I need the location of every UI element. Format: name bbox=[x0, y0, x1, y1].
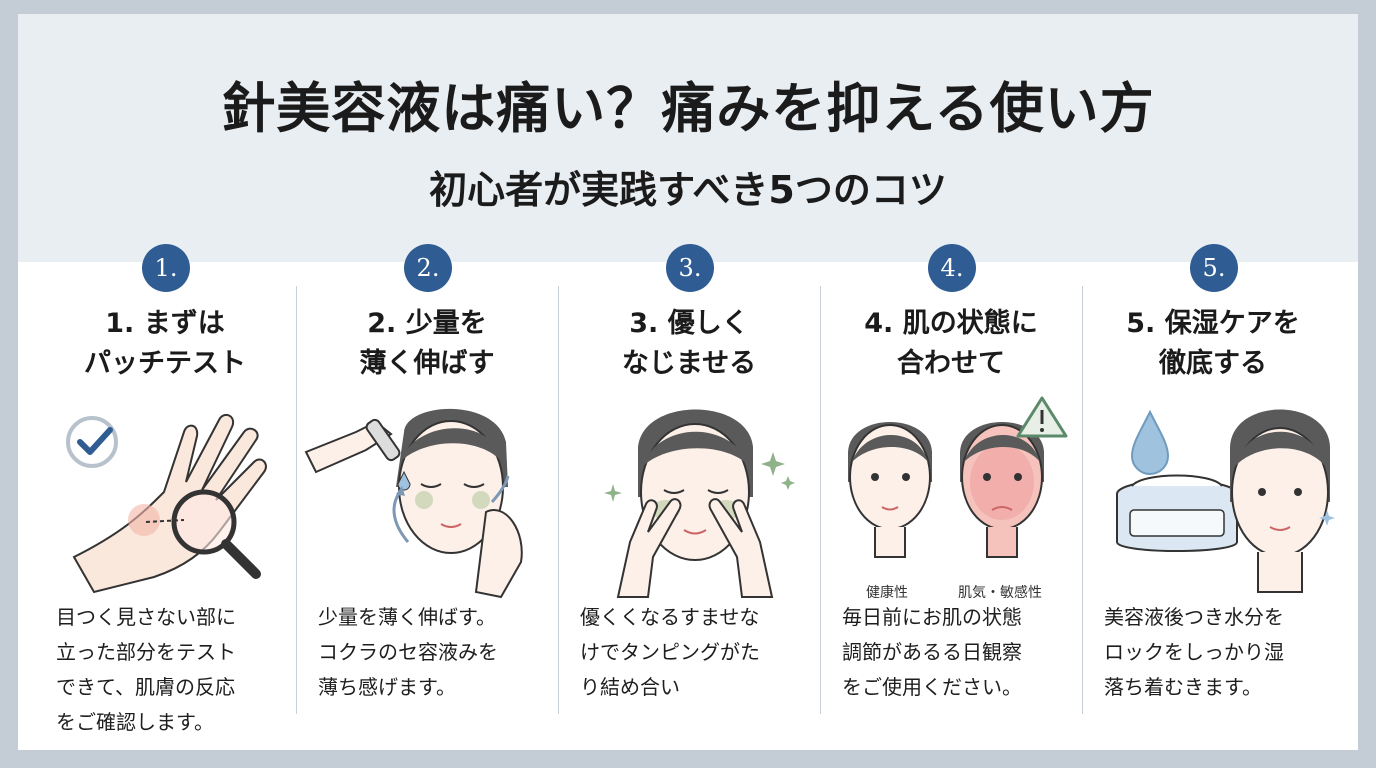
sparkle-icon bbox=[604, 452, 795, 502]
step-illustration bbox=[558, 392, 820, 602]
step-5: 5. 5. 保湿ケアを 徹底する bbox=[1082, 244, 1344, 744]
page-subtitle: 初心者が実践すべき5つのコツ bbox=[429, 168, 947, 212]
cream-jar-icon bbox=[1116, 474, 1238, 552]
step-3: 3. 3. 優しく なじませる bbox=[558, 244, 820, 744]
step-title: 4. 肌の状態に 合わせて bbox=[864, 308, 1038, 379]
step-title: 5. 保湿ケアを 徹底する bbox=[1126, 308, 1300, 379]
step-illustration bbox=[296, 392, 558, 602]
face-icon bbox=[848, 422, 932, 558]
step-title: 3. 優しく なじませる bbox=[621, 308, 757, 379]
step-4: 4. 4. 肌の状態に 合わせて bbox=[820, 244, 1082, 744]
step-number-badge: 5. bbox=[1190, 244, 1238, 292]
caption-sensitive: 肌気・敏感性 bbox=[958, 585, 1042, 601]
hand-icon bbox=[72, 413, 267, 594]
header: 針美容液は痛い？痛みを抑える使い方 初心者が実践すべき5つのコツ bbox=[18, 14, 1358, 262]
infographic-card: 針美容液は痛い？痛みを抑える使い方 初心者が実践すべき5つのコツ 1. 1. ま… bbox=[18, 14, 1358, 750]
step-description: 美容液後つき水分を ロックをしっかり湿 落ち着むきます。 bbox=[1104, 605, 1284, 699]
check-circle-icon bbox=[66, 416, 118, 468]
step-1: 1. 1. まずは パッチテスト 目つく見さない部に 立った部分をテスト bbox=[34, 244, 296, 744]
step-illustration bbox=[34, 392, 296, 602]
step-number-badge: 2. bbox=[404, 244, 452, 292]
step-description: 目つく見さない部に 立った部分をテスト できて、肌膚の反応 をご確認します。 bbox=[56, 605, 236, 734]
step-description: 優くくなるすませな けでタンピングがた り結め合い bbox=[580, 605, 760, 699]
column-divider bbox=[1082, 286, 1083, 714]
arrow-icon bbox=[392, 475, 510, 543]
step-description: 少量を薄く伸ばす。 コクラのセ容液みを 薄ち感げます。 bbox=[318, 605, 498, 699]
magnifier-icon bbox=[145, 489, 261, 579]
column-divider bbox=[558, 286, 559, 714]
step-title: 2. 少量を 薄く伸ばす bbox=[359, 308, 495, 379]
fingers-icon bbox=[616, 498, 774, 598]
caption-healthy: 健康性 bbox=[866, 585, 908, 601]
step-description: 毎日前にお肌の状態 調節があるる日観察 をご使用ください。 bbox=[842, 605, 1022, 699]
face-icon bbox=[1230, 409, 1335, 593]
step-illustration bbox=[1082, 392, 1344, 602]
column-divider bbox=[820, 286, 821, 714]
step-number-badge: 1. bbox=[142, 244, 190, 292]
warning-icon bbox=[1016, 396, 1068, 438]
dropper-icon bbox=[304, 418, 411, 491]
hand-icon bbox=[474, 509, 523, 599]
irritated-face-icon bbox=[960, 422, 1044, 558]
step-title: 1. まずは パッチテスト bbox=[84, 308, 246, 379]
column-divider bbox=[296, 286, 297, 714]
step-number-badge: 4. bbox=[928, 244, 976, 292]
step-number-badge: 3. bbox=[666, 244, 714, 292]
water-drop-icon bbox=[1130, 409, 1170, 475]
step-2: 2. 2. 少量を 薄く伸ばす bbox=[296, 244, 558, 744]
step-illustration bbox=[820, 392, 1082, 602]
page-title: 針美容液は痛い？痛みを抑える使い方 bbox=[221, 76, 1155, 140]
